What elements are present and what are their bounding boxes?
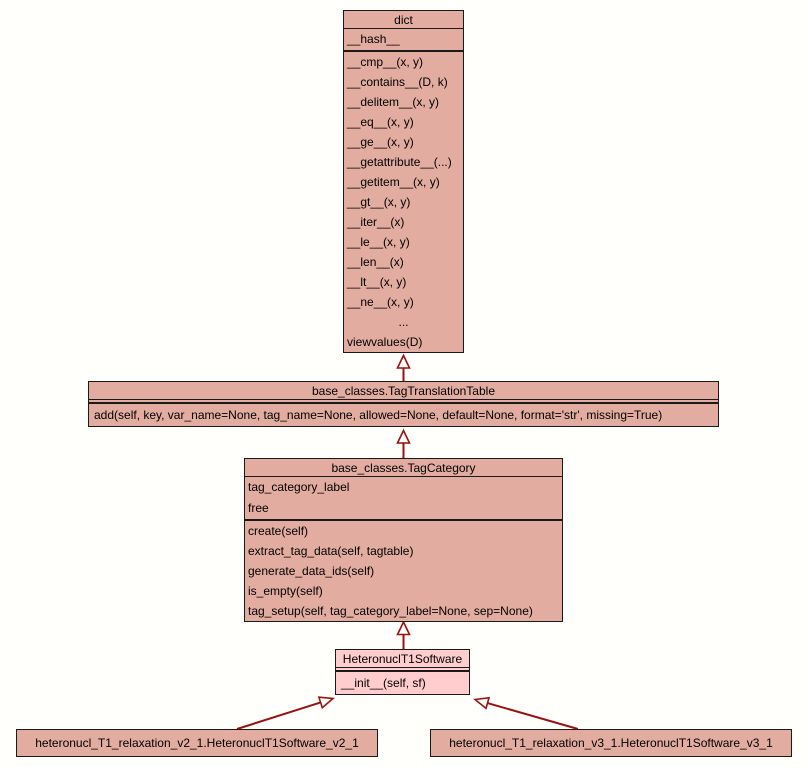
class-box-software-v3-1: heteronucl_T1_relaxation_v3_1.Heteronucl… bbox=[430, 729, 792, 757]
methods-compartment: create(self) extract_tag_data(self, tagta… bbox=[245, 521, 562, 621]
class-box-heteronucl-t1-software: HeteronuclT1Software __init__(self, sf) bbox=[335, 649, 470, 695]
method-row: __eq__(x, y) bbox=[347, 115, 414, 129]
method-row: __le__(x, y) bbox=[347, 235, 410, 249]
method-row: __iter__(x) bbox=[347, 215, 405, 229]
method-row: __init__(self, sf) bbox=[341, 676, 426, 690]
attribute-row: tag_category_label bbox=[248, 480, 350, 494]
inheritance-arrow-v3-to-software bbox=[473, 696, 579, 730]
inheritance-arrow-tagcategory-to-tagtable bbox=[396, 428, 411, 458]
class-title: base_classes.TagTranslationTable bbox=[89, 382, 718, 400]
attribute-row: __hash__ bbox=[347, 32, 400, 46]
inheritance-arrow-software-to-tagcategory bbox=[396, 620, 411, 649]
method-row: ... bbox=[398, 315, 409, 329]
method-row: extract_tag_data(self, tagtable) bbox=[248, 544, 414, 558]
inheritance-arrow-v2-to-software bbox=[236, 696, 335, 730]
attributes-compartment: __hash__ bbox=[344, 29, 463, 52]
method-row: __delitem__(x, y) bbox=[347, 95, 440, 109]
class-title: HeteronuclT1Software bbox=[336, 650, 469, 668]
class-box-dict: dict __hash__ __cmp__(x, y) __contains__(… bbox=[343, 10, 464, 353]
class-box-tag-translation-table: base_classes.TagTranslationTable add(sel… bbox=[88, 381, 719, 427]
method-row: __contains__(D, k) bbox=[347, 75, 448, 89]
inheritance-arrow-tagtable-to-dict bbox=[396, 353, 411, 381]
class-box-tag-category: base_classes.TagCategory tag_category_la… bbox=[244, 458, 563, 622]
method-row: add(self, key, var_name=None, tag_name=N… bbox=[94, 408, 663, 422]
method-row: __cmp__(x, y) bbox=[347, 55, 424, 69]
method-row: generate_data_ids(self) bbox=[248, 564, 375, 578]
method-row: __getattribute__(...) bbox=[347, 155, 452, 169]
class-title: heteronucl_T1_relaxation_v3_1.Heteronucl… bbox=[449, 736, 773, 750]
method-row: __ge__(x, y) bbox=[347, 135, 414, 149]
method-row: __len__(x) bbox=[347, 255, 404, 269]
class-title: heteronucl_T1_relaxation_v2_1.Heteronucl… bbox=[35, 736, 359, 750]
method-row: viewvalues(D) bbox=[347, 335, 423, 349]
attributes-compartment-empty bbox=[89, 400, 718, 404]
method-row: create(self) bbox=[248, 524, 309, 538]
method-row: __gt__(x, y) bbox=[347, 195, 411, 209]
method-row: __lt__(x, y) bbox=[347, 275, 407, 289]
attribute-row: free bbox=[248, 501, 269, 515]
method-row: is_empty(self) bbox=[248, 584, 323, 598]
methods-compartment: __cmp__(x, y) __contains__(D, k) __delitem… bbox=[344, 52, 463, 352]
methods-compartment: __init__(self, sf) bbox=[336, 672, 469, 694]
method-row: __ne__(x, y) bbox=[347, 295, 414, 309]
class-box-software-v2-1: heteronucl_T1_relaxation_v2_1.Heteronucl… bbox=[16, 729, 378, 757]
method-row: tag_setup(self, tag_category_label=None,… bbox=[248, 604, 533, 618]
attributes-compartment-empty bbox=[336, 668, 469, 672]
class-title: base_classes.TagCategory bbox=[245, 459, 562, 477]
methods-compartment: add(self, key, var_name=None, tag_name=N… bbox=[89, 404, 718, 426]
class-title: dict bbox=[344, 11, 463, 29]
method-row: __getitem__(x, y) bbox=[347, 175, 440, 189]
